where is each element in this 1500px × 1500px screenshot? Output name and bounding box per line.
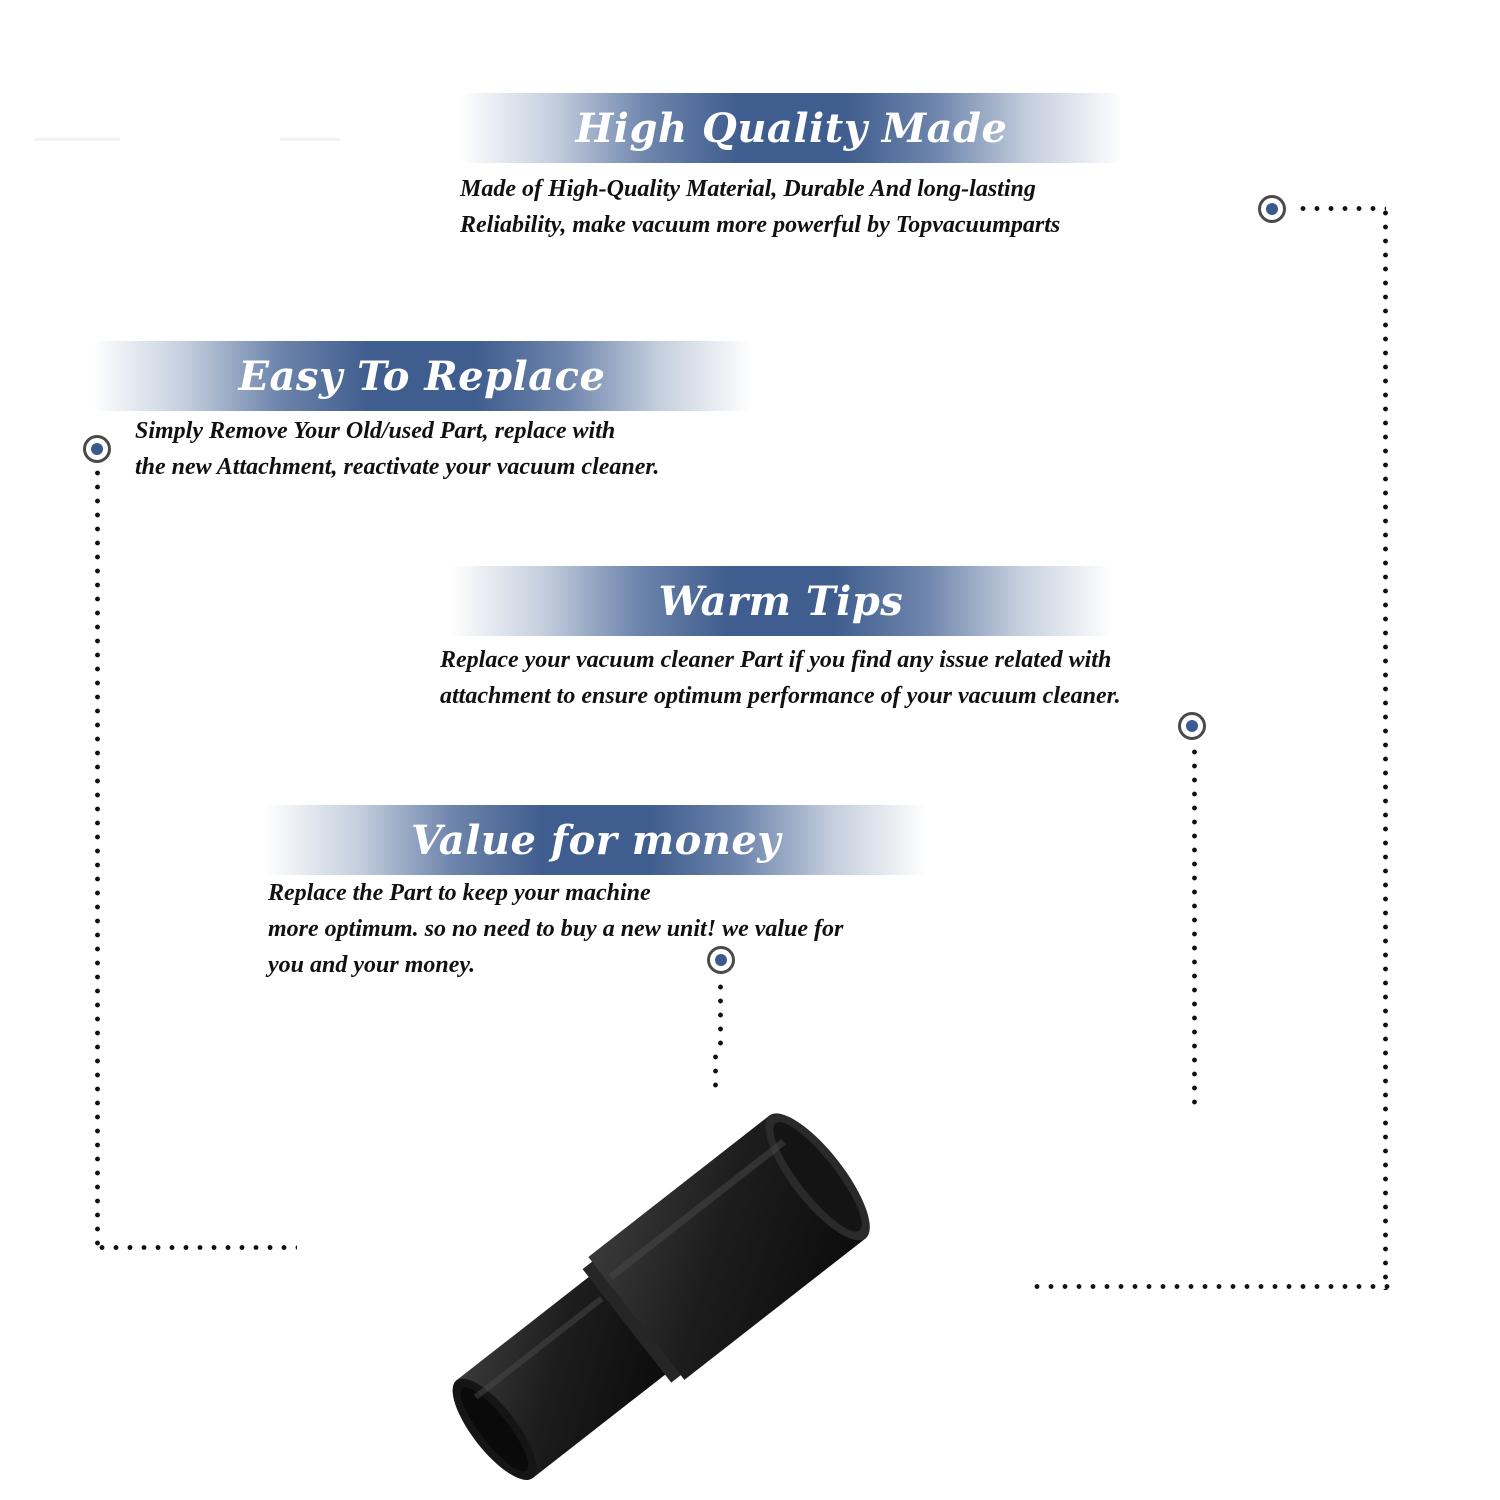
section-description: Simply Remove Your Old/used Part, replac… xyxy=(135,413,659,485)
description-line: you and your money. xyxy=(268,952,476,978)
dotted-connector xyxy=(1296,206,1386,211)
bullet-marker-icon xyxy=(707,946,735,974)
dotted-connector xyxy=(713,1050,718,1092)
dotted-connector xyxy=(1030,1284,1390,1289)
description-line: Made of High-Quality Material, Durable A… xyxy=(460,176,1036,202)
section-title: Warm Tips xyxy=(658,577,904,625)
dotted-connector xyxy=(1192,745,1197,1105)
description-line: Replace the Part to keep your machine xyxy=(268,880,651,906)
description-line: more optimum. so no need to buy a new un… xyxy=(268,916,844,942)
section-title: High Quality Made xyxy=(575,104,1008,152)
section-description: Replace your vacuum cleaner Part if you … xyxy=(440,642,1121,714)
dotted-connector xyxy=(1383,206,1388,1290)
banner-value-for-money: Value for money xyxy=(265,805,927,875)
banner-high-quality-made: High Quality Made xyxy=(460,93,1123,163)
decorative-streak xyxy=(280,138,340,141)
description-line: Reliability, make vacuum more powerful b… xyxy=(460,212,1061,238)
description-line: attachment to ensure optimum performance… xyxy=(440,683,1121,709)
description-line: the new Attachment, reactivate your vacu… xyxy=(135,454,660,480)
description-line: Replace your vacuum cleaner Part if you … xyxy=(440,647,1112,673)
dotted-connector xyxy=(95,466,100,1250)
section-description: Made of High-Quality Material, Durable A… xyxy=(460,171,1060,243)
banner-easy-to-replace: Easy To Replace xyxy=(92,341,752,411)
section-description: Replace the Part to keep your machine mo… xyxy=(268,875,843,983)
decorative-streak xyxy=(35,138,120,141)
bullet-marker-icon xyxy=(1258,195,1286,223)
bullet-marker-icon xyxy=(83,435,111,463)
dotted-connector xyxy=(718,980,723,1050)
bullet-marker-icon xyxy=(1178,712,1206,740)
dotted-connector xyxy=(95,1245,297,1250)
section-title: Value for money xyxy=(410,816,782,864)
description-line: Simply Remove Your Old/used Part, replac… xyxy=(135,418,616,444)
vacuum-hose-adapter-icon xyxy=(452,1113,870,1480)
banner-warm-tips: Warm Tips xyxy=(450,566,1112,636)
section-title: Easy To Replace xyxy=(238,352,606,400)
